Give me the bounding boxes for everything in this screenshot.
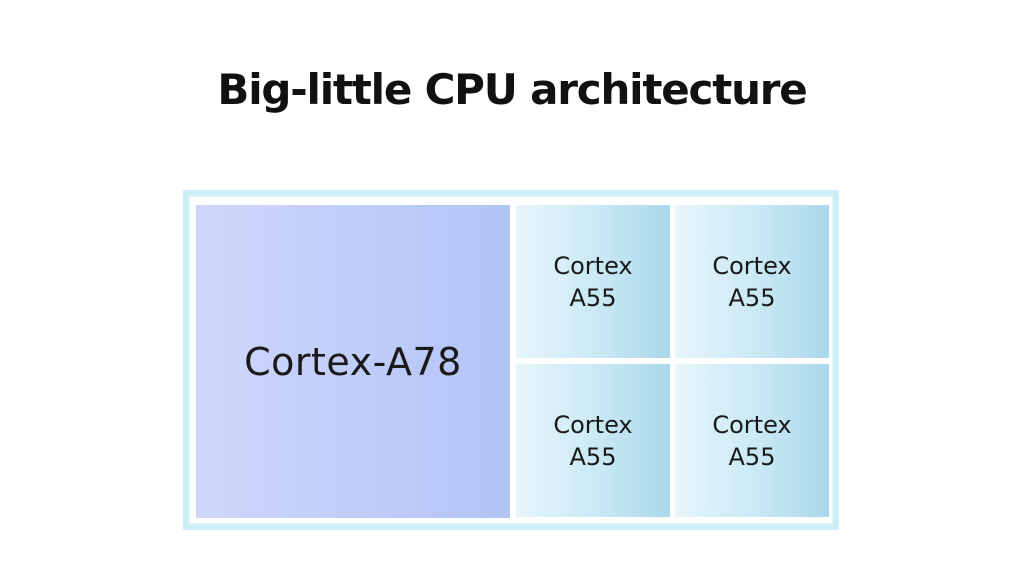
little-core-label-line1: Cortex [553, 410, 633, 439]
big-core-block: Cortex-A78 [196, 205, 510, 518]
little-core-label-line2: A55 [728, 442, 776, 471]
little-core-block: Cortex A55 [516, 364, 670, 517]
little-core-block: Cortex A55 [675, 364, 829, 517]
little-core-label-line1: Cortex [553, 251, 633, 280]
diagram-title: Big-little CPU architecture [217, 65, 807, 114]
little-core-label-line2: A55 [569, 283, 617, 312]
little-core-label-line1: Cortex [712, 251, 792, 280]
little-core-block: Cortex A55 [516, 205, 670, 358]
little-core-label-line1: Cortex [712, 410, 792, 439]
little-core-label-line2: A55 [728, 283, 776, 312]
little-core-label-line2: A55 [569, 442, 617, 471]
big-core-label: Cortex-A78 [244, 339, 462, 384]
little-core-block: Cortex A55 [675, 205, 829, 358]
